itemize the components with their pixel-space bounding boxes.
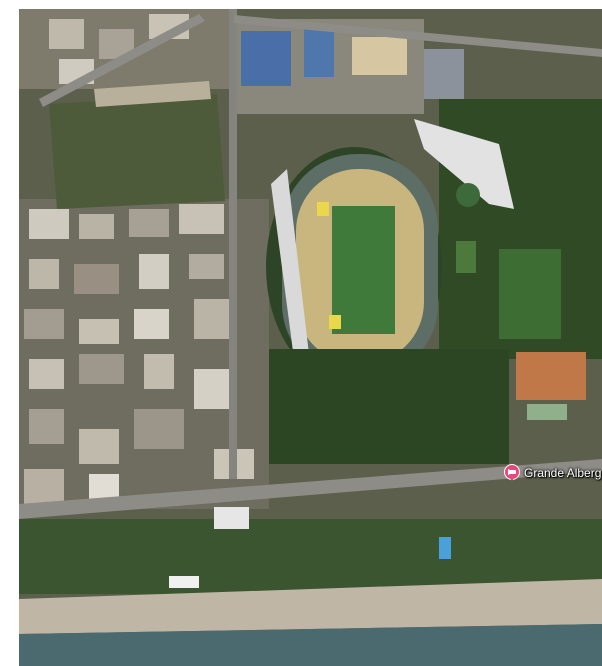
football-pitch	[332, 206, 395, 334]
hard-court-2	[304, 27, 334, 77]
beach	[19, 579, 602, 634]
swimming-pool	[439, 537, 451, 559]
field-stand	[94, 81, 211, 107]
main-stand	[271, 169, 309, 359]
coastal-road	[19, 459, 602, 519]
small-court	[527, 404, 567, 420]
mini-pitch	[456, 241, 476, 273]
hotel-pin-icon	[504, 464, 520, 481]
grandstand-building	[414, 119, 514, 209]
east-field	[499, 249, 561, 339]
beach-building	[169, 576, 199, 588]
place-label[interactable]: Grande Alberg	[524, 466, 602, 480]
coastal-greenery	[19, 519, 602, 594]
south-building	[214, 507, 249, 529]
stadium	[266, 147, 442, 387]
training-field	[49, 94, 225, 209]
hard-court-1	[241, 31, 291, 86]
park-woodland	[269, 349, 509, 464]
upper-road	[234, 15, 602, 57]
sand-court	[352, 37, 407, 75]
north-south-street	[229, 9, 237, 479]
north-road	[39, 14, 205, 107]
satellite-map[interactable]: Grande Alberg	[19, 9, 602, 666]
round-pitch	[456, 183, 480, 207]
place-marker-hotel[interactable]: Grande Alberg	[503, 464, 601, 482]
building-roof	[424, 49, 464, 99]
clay-court	[516, 352, 586, 400]
satellite-imagery	[19, 9, 602, 666]
sea	[19, 624, 602, 666]
